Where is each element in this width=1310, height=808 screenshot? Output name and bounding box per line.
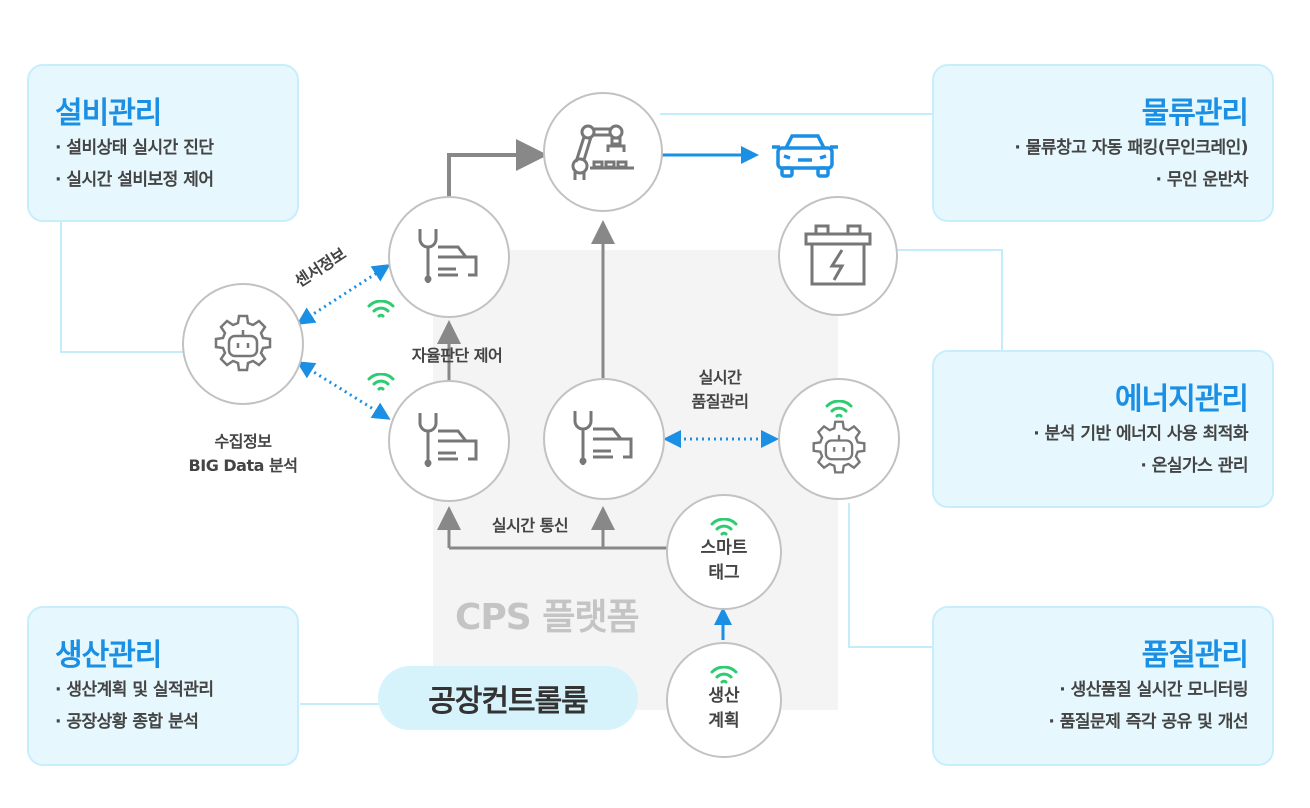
gear-robot-icon xyxy=(812,420,866,474)
smart-tag-line1: 스마트 xyxy=(700,538,748,558)
smart-tag-line2: 태그 xyxy=(708,563,740,583)
box-title: 에너지관리 xyxy=(1115,382,1249,417)
box-equipment-management: 설비관리 설비상태 실시간 진단 실시간 설비보정 제어 xyxy=(27,64,299,222)
wifi-icon xyxy=(710,666,738,684)
production-plan-line1: 생산 xyxy=(708,686,740,706)
box-title: 생산관리 xyxy=(55,638,162,673)
box-item: 무인 운반차 xyxy=(934,164,1249,196)
wifi-icon xyxy=(825,400,853,418)
control-room-pill: 공장컨트롤룸 xyxy=(378,666,638,730)
wrench-car-icon xyxy=(573,411,633,465)
box-logistics-management: 물류관리 물류창고 자동 패킹(무인크레인) 무인 운반차 xyxy=(932,64,1274,222)
node-battery xyxy=(778,196,898,316)
dotted-sensor-top xyxy=(296,264,391,325)
box-item: 실시간 설비보정 제어 xyxy=(55,164,297,196)
box-production-management: 생산관리 생산계획 및 실적관리 공장상황 종합 분석 xyxy=(27,606,299,766)
wifi-icon xyxy=(367,300,395,318)
node-production-plan: 생산 계획 xyxy=(666,642,782,758)
label-realtime-quality-line1: 실시간 xyxy=(698,368,742,387)
wifi-icon xyxy=(710,518,738,536)
node-maintenance-center xyxy=(543,378,665,500)
label-realtime-quality: 실시간 품질관리 xyxy=(680,366,760,414)
box-energy-management: 에너지관리 분석 기반 에너지 사용 최적화 온실가스 관리 xyxy=(932,350,1274,508)
box-item: 생산계획 및 실적관리 xyxy=(55,674,297,706)
box-item: 온실가스 관리 xyxy=(934,450,1249,482)
node-smart-tag: 스마트 태그 xyxy=(666,494,782,610)
battery-icon xyxy=(804,224,872,286)
box-title: 물류관리 xyxy=(1141,96,1249,131)
wrench-car-icon xyxy=(418,413,478,467)
connector-quality xyxy=(848,503,932,648)
bigdata-label: 수집정보 BIG Data 분석 xyxy=(168,430,318,478)
connector-energy xyxy=(897,249,1003,350)
box-item: 설비상태 실시간 진단 xyxy=(55,132,297,164)
car-icon xyxy=(772,134,838,178)
label-autonomous-control: 자율판단 제어 xyxy=(411,346,503,365)
node-bigdata xyxy=(182,283,304,405)
production-plan-line2: 계획 xyxy=(708,711,740,731)
bigdata-label-line1: 수집정보 xyxy=(214,432,272,451)
gear-robot-icon xyxy=(214,314,272,372)
node-robot-arm xyxy=(543,92,663,212)
node-maintenance-top xyxy=(388,196,510,318)
box-item: 공장상황 종합 분석 xyxy=(55,706,297,738)
box-title: 품질관리 xyxy=(1141,638,1249,673)
box-item: 물류창고 자동 패킹(무인크레인) xyxy=(934,132,1249,164)
box-item: 분석 기반 에너지 사용 최적화 xyxy=(934,418,1249,450)
wrench-car-icon xyxy=(418,229,478,283)
node-quality-robot xyxy=(778,378,900,500)
connector-equipment xyxy=(60,222,184,353)
box-item: 생산품질 실시간 모니터링 xyxy=(934,674,1249,706)
box-item: 품질문제 즉각 공유 및 개선 xyxy=(934,706,1249,738)
wifi-icon xyxy=(367,373,395,391)
box-quality-management: 품질관리 생산품질 실시간 모니터링 품질문제 즉각 공유 및 개선 xyxy=(932,606,1274,766)
node-maintenance-bottom xyxy=(388,380,510,502)
label-realtime-comm: 실시간 통신 xyxy=(491,516,569,535)
box-title: 설비관리 xyxy=(55,96,162,131)
cps-platform-label: CPS 플랫폼 xyxy=(455,597,640,638)
bigdata-label-line2: BIG Data 분석 xyxy=(188,456,298,475)
label-realtime-quality-line2: 품질관리 xyxy=(691,392,749,411)
robot-arm-icon xyxy=(571,124,634,180)
arrow-to-robot-arm xyxy=(447,139,548,196)
